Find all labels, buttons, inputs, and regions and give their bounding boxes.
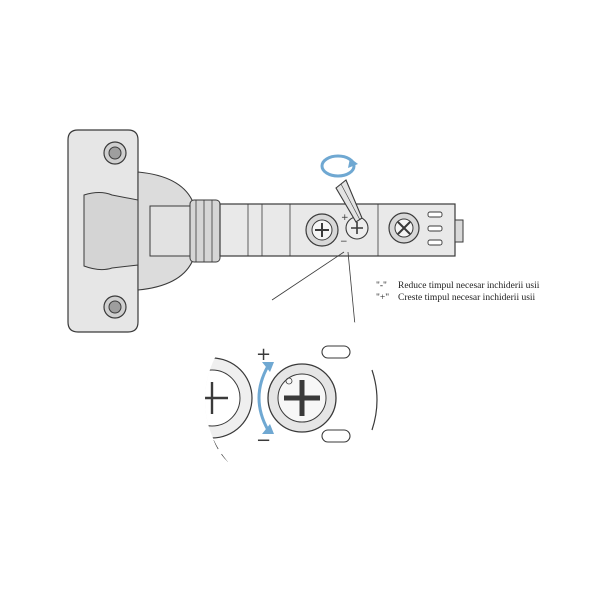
screwdriver-icon (335, 179, 363, 223)
zoom-damper-screw (267, 363, 337, 433)
body-slots (427, 211, 443, 246)
small-minus-symbol: − (340, 237, 348, 247)
zoom-depth-screw (205, 357, 253, 439)
legend-item-plus: "+" Creste timpul necesar inchiderii usi… (376, 292, 539, 304)
rotate-arrow-icon (320, 154, 358, 178)
zoom-detail (205, 305, 395, 495)
legend-item-minus: "-" Reduce timpul necesar inchiderii usi… (376, 280, 539, 292)
mounting-plate (67, 129, 139, 333)
small-plus-symbol: + (341, 213, 349, 223)
hinge-body (219, 203, 464, 257)
legend-text: Reduce timpul necesar inchiderii usii (398, 281, 540, 291)
plus-symbol: + (256, 344, 271, 365)
depth-screw (305, 213, 339, 247)
legend: "-" Reduce timpul necesar inchiderii usi… (376, 280, 539, 304)
mounting-screw-right (388, 212, 420, 244)
adjust-arrow-icon (257, 362, 274, 434)
zoom-slot-bottom (321, 429, 351, 443)
zoom-slot-top (321, 345, 351, 359)
plate-screw-bottom (103, 295, 127, 319)
legend-key: "+" (376, 293, 390, 303)
zoom-leader-lines (271, 251, 357, 337)
legend-text: Creste timpul necesar inchiderii usii (398, 293, 536, 303)
minus-symbol: − (256, 430, 271, 451)
legend-key: "-" (376, 281, 387, 291)
hinge-knuckle (149, 199, 221, 263)
plate-screw-top (103, 141, 127, 165)
